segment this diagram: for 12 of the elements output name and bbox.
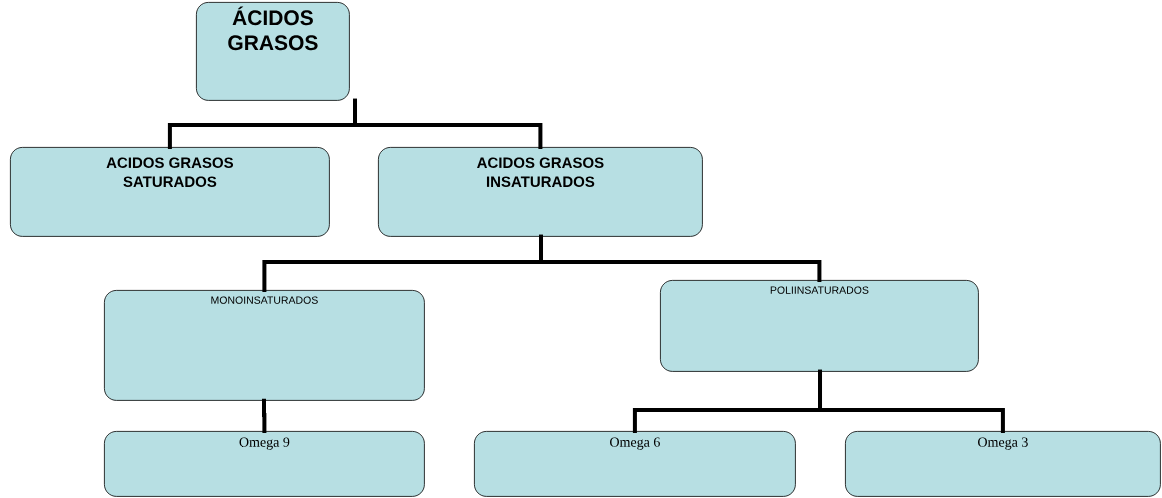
connector-line bbox=[353, 98, 543, 149]
category-box: Omega 6 bbox=[474, 431, 796, 497]
connector-line bbox=[539, 234, 822, 282]
category-box: Omega 9 bbox=[104, 431, 425, 497]
category-box: Omega 3 bbox=[845, 431, 1161, 497]
connector-line bbox=[818, 369, 1005, 433]
category-box: POLIINSATURADOS bbox=[660, 280, 979, 372]
connector-line bbox=[262, 398, 267, 433]
category-box: ÁCIDOS GRASOS bbox=[196, 2, 350, 101]
category-box: ACIDOS GRASOS INSATURADOS bbox=[378, 147, 703, 237]
category-box: MONOINSATURADOS bbox=[104, 290, 425, 401]
category-box: ACIDOS GRASOS SATURADOS bbox=[10, 147, 330, 237]
